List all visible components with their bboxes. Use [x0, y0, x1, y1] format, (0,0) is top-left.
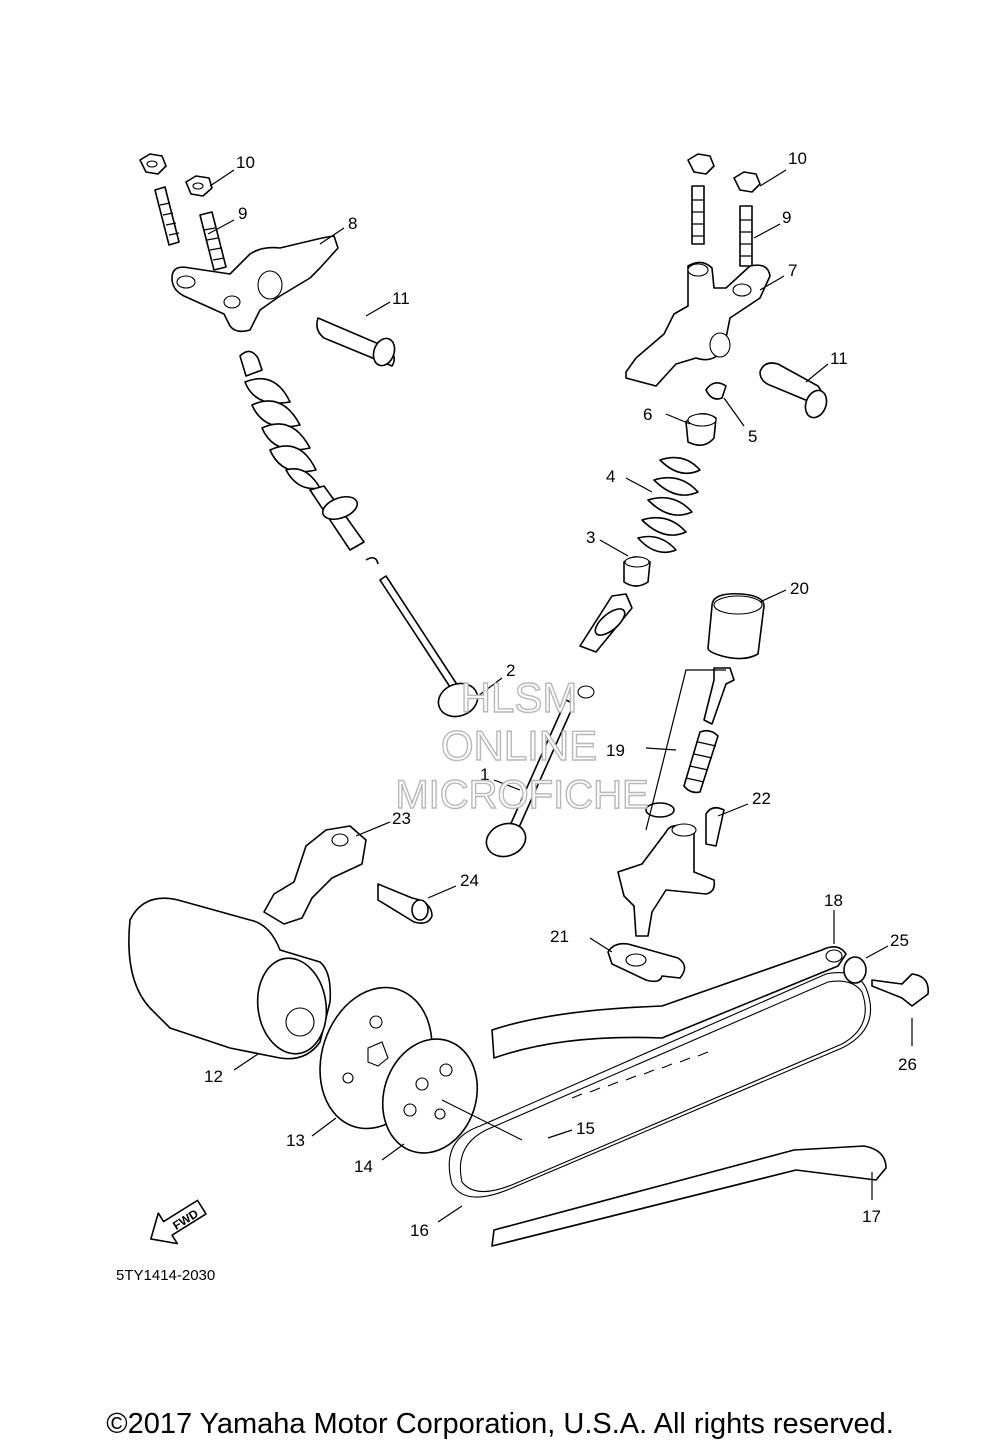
- callout-4: 4: [606, 467, 615, 486]
- callout-24: 24: [460, 871, 479, 890]
- right-adjuster-nut: [687, 153, 715, 175]
- left-adjuster-nut-10: [185, 175, 213, 197]
- callout-11-right: 11: [830, 349, 848, 368]
- tensioner-o-ring: [645, 802, 675, 818]
- fiche-code: 5TY1414-2030: [116, 1267, 215, 1284]
- right-rocker-shaft: [759, 362, 828, 419]
- tensioner-bolt: [703, 667, 735, 725]
- callout-15: 15: [576, 1119, 595, 1138]
- tensioner-spring: [683, 729, 719, 794]
- callout-19: 19: [606, 741, 625, 760]
- left-adjuster-nut: [139, 153, 167, 175]
- callout-5: 5: [748, 427, 757, 446]
- valve-spring-retainer: [685, 413, 717, 446]
- callout-3: 3: [586, 528, 595, 547]
- callout-23: 23: [392, 809, 411, 828]
- callout-17: 17: [862, 1207, 881, 1226]
- callout-8: 8: [348, 214, 357, 233]
- callout-20: 20: [790, 579, 809, 598]
- watermark: HLSM ONLINE MICROFICHE: [395, 673, 650, 817]
- camshaft: [128, 897, 332, 1060]
- left-adjuster-screw: [154, 186, 180, 246]
- cam-sprocket-plate: [381, 1038, 479, 1154]
- callout-26: 26: [898, 1055, 917, 1074]
- callout-9: 9: [238, 204, 247, 223]
- tensioner-gasket: [607, 942, 686, 983]
- cam-plate-bolt: [377, 883, 433, 924]
- valve-spring: [637, 456, 701, 554]
- leader-lines: [207, 169, 913, 1223]
- intake-valve: [485, 685, 595, 858]
- callout-9-right: 9: [782, 208, 791, 227]
- watermark-line-3: MICROFICHE: [395, 773, 648, 817]
- fwd-arrow-icon: FWD: [150, 1199, 207, 1245]
- tensioner-screw: [705, 806, 725, 847]
- tensioner-body: [617, 823, 716, 937]
- cam-plate: [263, 825, 367, 925]
- right-valve-guide: [579, 593, 633, 653]
- left-rocker-arm: [171, 235, 339, 333]
- left-adjuster-screw-9: [199, 211, 227, 271]
- guide-bolt: [871, 973, 929, 1007]
- watermark-line-1: HLSM: [461, 674, 578, 721]
- callout-14: 14: [354, 1157, 373, 1176]
- copyright-notice: ©2017 Yamaha Motor Corporation, U.S.A. A…: [106, 1408, 894, 1440]
- callout-12: 12: [204, 1067, 223, 1086]
- chain-guide-lower: [491, 1145, 887, 1247]
- callout-2: 2: [506, 661, 515, 680]
- callout-10-right: 10: [788, 149, 807, 168]
- guide-o-ring: [843, 956, 867, 984]
- callout-1: 1: [480, 765, 489, 784]
- tensioner-cap: [707, 592, 765, 660]
- callout-10: 10: [236, 153, 255, 172]
- callout-18: 18: [824, 891, 843, 910]
- right-adjuster-screw: [691, 185, 705, 245]
- callout-numbers: 1 2 3 4 5 6 7 8 9 9 10 10 11 11 12 13 14…: [204, 149, 917, 1240]
- valve-cotter: [705, 382, 727, 400]
- callout-16: 16: [410, 1221, 429, 1240]
- callout-22: 22: [752, 789, 771, 808]
- left-valve: [379, 575, 479, 718]
- callout-25: 25: [890, 931, 909, 950]
- callout-11: 11: [392, 289, 410, 308]
- valve-stem-seal: [623, 556, 651, 587]
- right-adjuster-nut-10: [733, 171, 761, 193]
- right-rocker-arm: [625, 261, 771, 387]
- callout-21: 21: [550, 927, 569, 946]
- right-adjuster-screw-9: [739, 205, 753, 267]
- chain-guide-upper: [491, 946, 847, 1059]
- callout-13: 13: [286, 1131, 305, 1150]
- watermark-line-2: ONLINE: [441, 722, 597, 769]
- left-valve-spring-assembly: [239, 350, 379, 565]
- callout-7: 7: [788, 261, 797, 280]
- left-rocker-shaft: [316, 317, 396, 367]
- callout-6: 6: [643, 405, 652, 424]
